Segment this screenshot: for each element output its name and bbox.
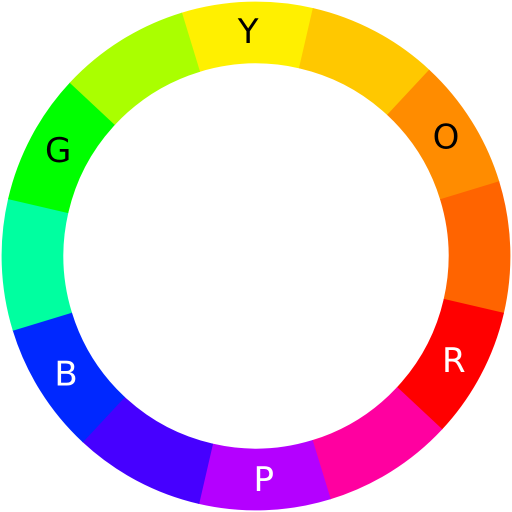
label-blue: B (54, 355, 77, 395)
label-orange: O (433, 117, 460, 157)
label-purple: P (254, 460, 275, 500)
segment-blue-green (1, 198, 72, 331)
label-yellow: Y (237, 12, 259, 52)
wheel-labels: Y O R P B G (45, 12, 466, 500)
label-green: G (45, 131, 71, 171)
segment-red-orange (440, 181, 511, 314)
segment-yellow-green (69, 12, 201, 125)
label-red: R (442, 341, 466, 381)
